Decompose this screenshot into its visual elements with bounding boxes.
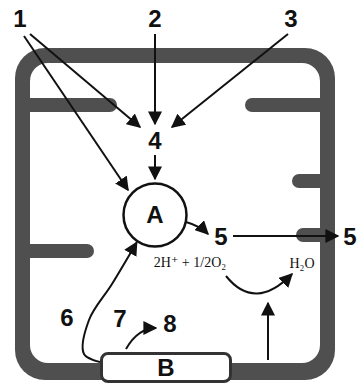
arrow <box>226 274 292 294</box>
callout-number: 3 <box>284 7 297 31</box>
arrow <box>30 34 140 127</box>
node-letter: B <box>157 356 174 380</box>
crista <box>292 174 330 188</box>
arrow <box>267 303 269 360</box>
crista <box>22 244 94 258</box>
node-letter: A <box>146 203 163 227</box>
crista <box>245 98 330 112</box>
arrow <box>233 235 338 237</box>
arrow <box>186 222 208 234</box>
arrow-connector <box>83 242 137 362</box>
arrow <box>24 36 128 190</box>
chemical-label: 2H⁺ + 1/2O₂ <box>154 256 226 270</box>
arrow <box>154 34 156 124</box>
circle-outline <box>124 184 187 247</box>
organelle-circle: A <box>122 182 188 248</box>
chemical-label: H₂O <box>289 257 314 271</box>
arrow <box>172 34 288 127</box>
callout-number: 2 <box>148 7 161 31</box>
callout-number: 5 <box>214 225 227 249</box>
callout-number: 5 <box>343 225 356 249</box>
callout-number: 8 <box>163 312 176 336</box>
callout-number: 6 <box>59 306 74 330</box>
arrow <box>126 328 156 349</box>
complex-box: B <box>100 352 232 383</box>
callout-number: 4 <box>148 129 161 153</box>
arrow <box>154 155 156 179</box>
callout-number: 7 <box>113 307 126 331</box>
outer-membrane <box>15 48 335 380</box>
callout-number: 1 <box>13 7 26 31</box>
